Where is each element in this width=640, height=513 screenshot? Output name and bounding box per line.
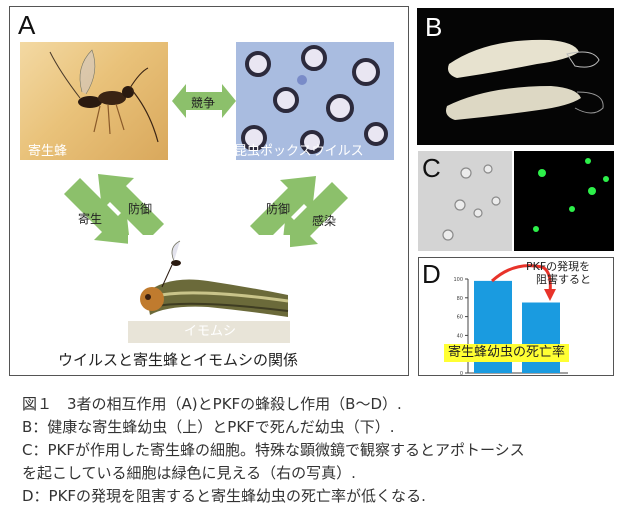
parasitism-defense-arrows	[64, 174, 164, 244]
larvae-illustration	[446, 39, 604, 120]
wasp-photo: 寄生蜂	[20, 42, 168, 160]
defense-right-label: 防御	[266, 202, 291, 216]
defense-infection-arrows	[250, 176, 348, 248]
caterpillar-illustration	[128, 240, 290, 343]
competition-label: 競争	[191, 96, 216, 110]
panel-d-letter: D	[422, 259, 441, 289]
caption-line-3: C：PKFが作用した寄生蜂の細胞。特殊な顕微鏡で観察するとアポトーシス	[22, 441, 525, 459]
change-arrowhead	[544, 289, 556, 301]
change-arrow	[490, 264, 552, 294]
y-tick-label: 100	[453, 277, 463, 283]
panel-b-photo: B	[417, 8, 614, 145]
fluorescent-cells	[533, 158, 609, 232]
wasp-illustration	[49, 49, 159, 143]
panel-c-letter: C	[422, 153, 441, 183]
virus-illustration	[236, 42, 394, 160]
annotation-line2: 阻害すると	[536, 273, 591, 286]
virus-label: 昆虫ポックスウイルス	[236, 144, 364, 159]
panel-a-letter: A	[18, 10, 36, 40]
y-tick-label: 80	[457, 296, 463, 302]
caterpillar-label: イモムシ	[184, 324, 237, 339]
caption-line-5: D：PKFの発現を阻害すると寄生蜂幼虫の死亡率が低くなる.	[22, 487, 426, 505]
parasitism-label: 寄生	[78, 212, 103, 226]
brightfield-cells	[442, 164, 501, 241]
competition-arrow	[172, 84, 236, 118]
infection-label: 感染	[312, 214, 337, 228]
y-tick-label: 60	[457, 315, 463, 321]
caption-line-4: を起こしている細胞は緑色に見える（右の写真）.	[22, 464, 356, 482]
wasp-label: 寄生蜂	[28, 144, 68, 159]
annotation-line1: PKFの発現を	[526, 260, 591, 273]
panel-c-fluorescence	[514, 151, 614, 251]
caption-line-1: 図１ 3者の相互作用（A)とPKFの蜂殺し作用（B～D）.	[22, 395, 402, 413]
y-tick-label: 40	[457, 333, 463, 339]
panel-b-letter: B	[425, 12, 443, 42]
bar-1	[522, 302, 560, 373]
caption-line-2: B：健康な寄生蜂幼虫（上）とPKFで死んだ幼虫（下）.	[22, 418, 395, 436]
mortality-highlight-label: 寄生蜂幼虫の死亡率	[444, 344, 570, 362]
panel-c-brightfield: C	[418, 151, 512, 251]
virus-photo: 昆虫ポックスウイルス	[236, 42, 394, 160]
y-tick-label: 0	[460, 371, 463, 376]
panel-a-title: ウイルスと寄生蜂とイモムシの関係	[58, 351, 299, 369]
defense-left-label: 防御	[128, 202, 153, 216]
panel-d-annotation: PKFの発現を 阻害すると	[526, 260, 591, 286]
caterpillar-photo: イモムシ	[128, 235, 290, 343]
